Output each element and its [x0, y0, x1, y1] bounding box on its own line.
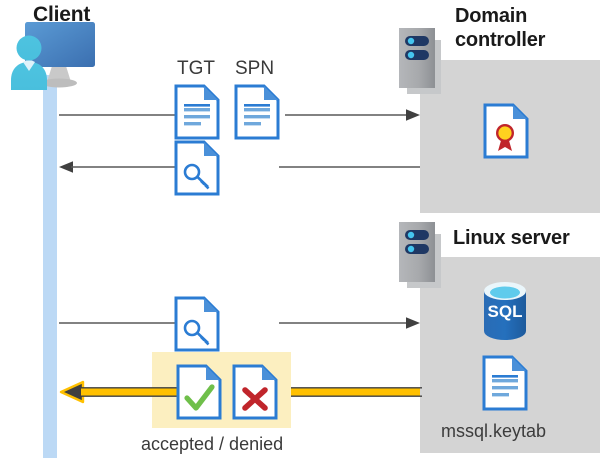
linux-server-title: Linux server	[453, 227, 570, 249]
keytab-label: mssql.keytab	[441, 421, 547, 441]
server-rack-icon-dc	[399, 28, 445, 94]
server-rack-icon-linux	[399, 222, 445, 288]
arrow-present-service-ticket	[59, 317, 420, 329]
client-title: Client	[33, 3, 91, 26]
sql-database-icon: SQL	[477, 280, 533, 342]
arrow-auth-result	[59, 380, 422, 404]
document-icon-keytab	[482, 355, 530, 411]
document-key-icon-ticket	[174, 140, 222, 196]
arrow-request-tgt-spn	[59, 109, 420, 121]
accepted-denied-label: accepted / denied	[141, 434, 284, 454]
certificate-document-icon	[483, 103, 531, 159]
document-icon-tgt	[174, 84, 222, 140]
spn-label: SPN	[235, 58, 275, 79]
client-workstation-icon	[6, 22, 106, 90]
document-check-icon	[176, 364, 224, 420]
arrow-return-service-ticket	[59, 161, 420, 173]
sql-label: SQL	[488, 302, 523, 321]
document-cross-icon	[232, 364, 280, 420]
document-icon-spn	[234, 84, 282, 140]
document-key-icon-service-ticket	[174, 296, 222, 352]
client-lifeline	[43, 75, 57, 458]
tgt-label: TGT	[177, 58, 215, 79]
